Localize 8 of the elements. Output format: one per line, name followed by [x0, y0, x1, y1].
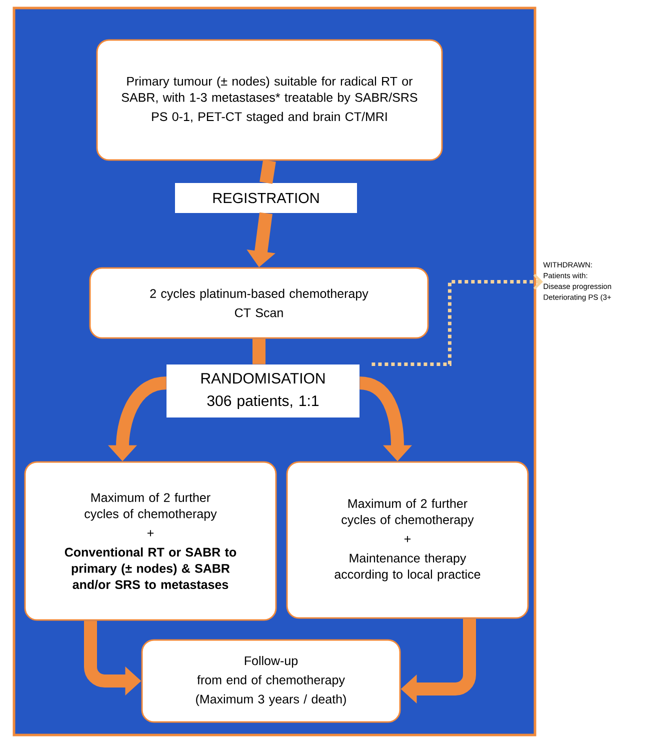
process-box: Maximum of 2 further cycles of chemotherapy + Maintenance therapy according to local practice: [286, 461, 529, 619]
stage-box: REGISTRATION: [175, 183, 357, 213]
process-box: Follow-up from end of chemotherapy (Maximum 3 years / death): [141, 639, 401, 723]
process-box: Maximum of 2 further cycles of chemotherapy + Conventional RT or SABR to primary (± nodes) & SABR and/or SRS to metastases: [24, 461, 277, 621]
arrow: [372, 274, 543, 366]
process-box: Primary tumour (± nodes) suitable for radical RT or SABR, with 1-3 metastases* treatable by SABR/SRS PS 0-1, PET-CT staged and brain CT/MRI: [96, 39, 443, 161]
stage-box: RANDOMISATION 306 patients, 1:1: [166, 364, 360, 418]
process-box: 2 cycles platinum-based chemotherapy CT Scan: [89, 267, 429, 339]
